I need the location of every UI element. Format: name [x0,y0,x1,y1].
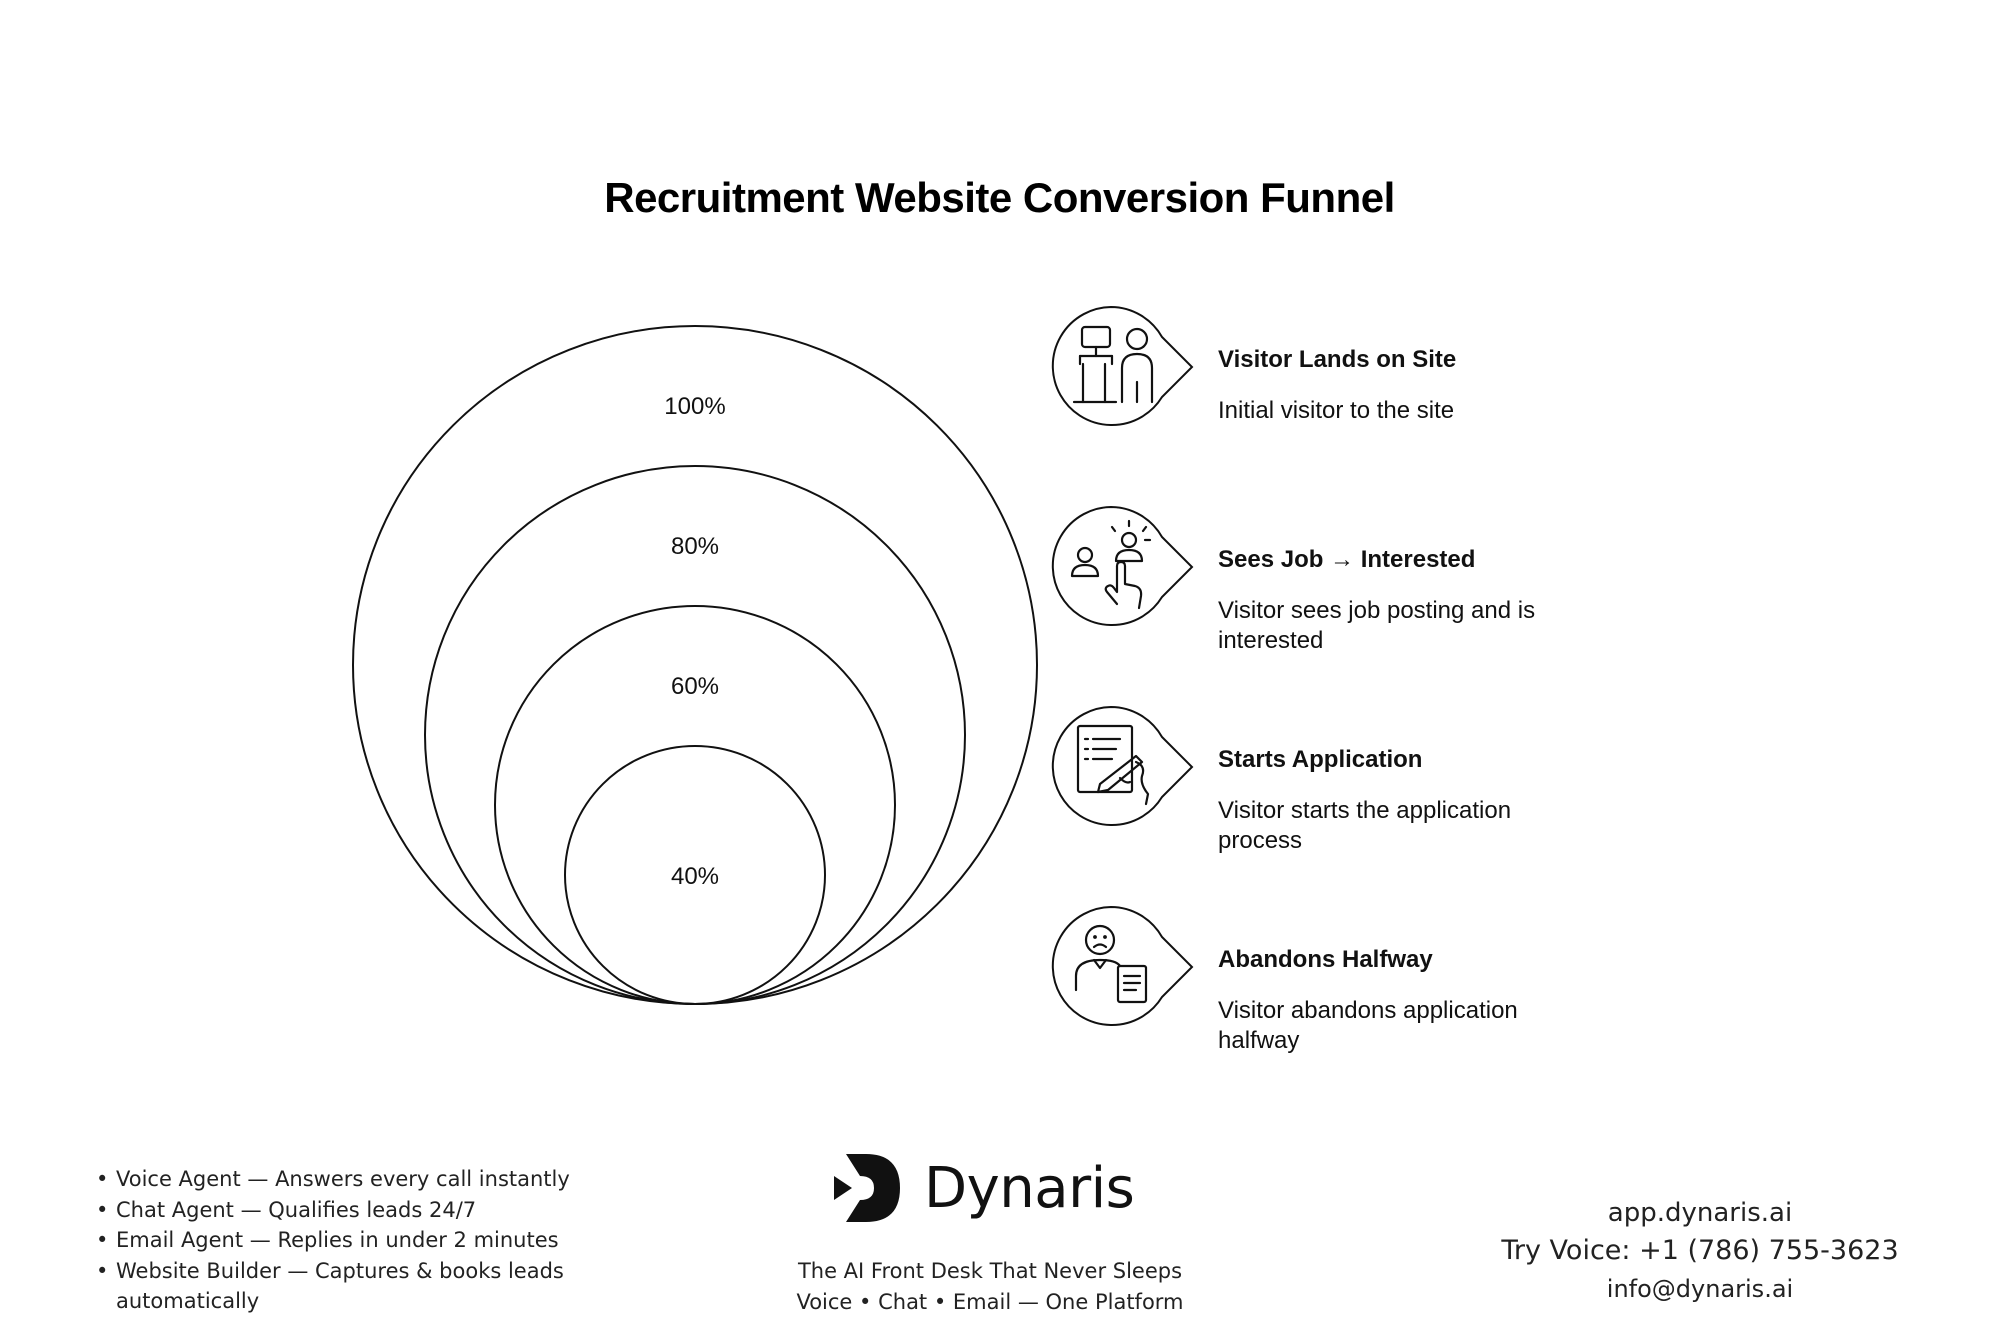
funnel-label-80: 80% [671,533,719,560]
stage-desc-sees-job: Visitor sees job posting and is interest… [1218,597,1536,654]
funnel-label-40: 40% [671,863,719,890]
funnel-circle-60 [494,605,896,1005]
feature-item: Email Agent — Replies in under 2 minutes [96,1225,656,1256]
tagline-line-1: The AI Front Desk That Never Sleeps [797,1259,1183,1283]
brand-tagline: The AI Front Desk That Never Sleeps Voic… [700,1256,1280,1318]
stage-desc-visitor-lands: Initial visitor to the site [1218,397,1455,424]
email-link[interactable]: info@dynaris.ai [1606,1275,1794,1303]
feature-item: Chat Agent — Qualifies leads 24/7 [96,1195,656,1226]
stage-title-visitor-lands: Visitor Lands on Site [1218,346,1457,373]
kiosk-person-icon [1051,305,1194,426]
brand-name: Dynaris [924,1156,1135,1221]
feature-item: Website Builder — Captures & books leads… [96,1256,656,1317]
feature-list: Voice Agent — Answers every call instant… [96,1164,656,1317]
funnel-label-100: 100% [664,393,725,420]
website-link[interactable]: app.dynaris.ai [1607,1198,1793,1228]
people-pointing-icon [1051,505,1194,626]
tagline-line-2: Voice • Chat • Email — One Platform [796,1290,1184,1314]
sad-person-document-icon [1051,905,1194,1026]
form-writing-icon [1051,705,1194,826]
stage-title-sees-job: Sees Job → Interested [1218,546,1476,573]
contact-info: app.dynaris.ai Try Voice: +1 (786) 755-3… [1470,1194,1930,1308]
stage-title-starts-application: Starts Application [1218,746,1423,773]
funnel-label-60: 60% [671,673,719,700]
stage-desc-starts-application: Visitor starts the application process [1218,797,1512,854]
dynaris-logo-icon [834,1154,900,1222]
funnel-circle-100 [352,325,1038,1005]
stage-title-abandons-halfway: Abandons Halfway [1218,946,1433,973]
stage-desc-abandons-halfway: Visitor abandons application halfway [1218,997,1518,1054]
diagram-title: Recruitment Website Conversion Funnel [604,174,1395,221]
funnel-circle-40 [564,745,826,1005]
feature-item: Voice Agent — Answers every call instant… [96,1164,656,1195]
voice-phone-link[interactable]: Try Voice: +1 (786) 755-3623 [1501,1235,1899,1266]
